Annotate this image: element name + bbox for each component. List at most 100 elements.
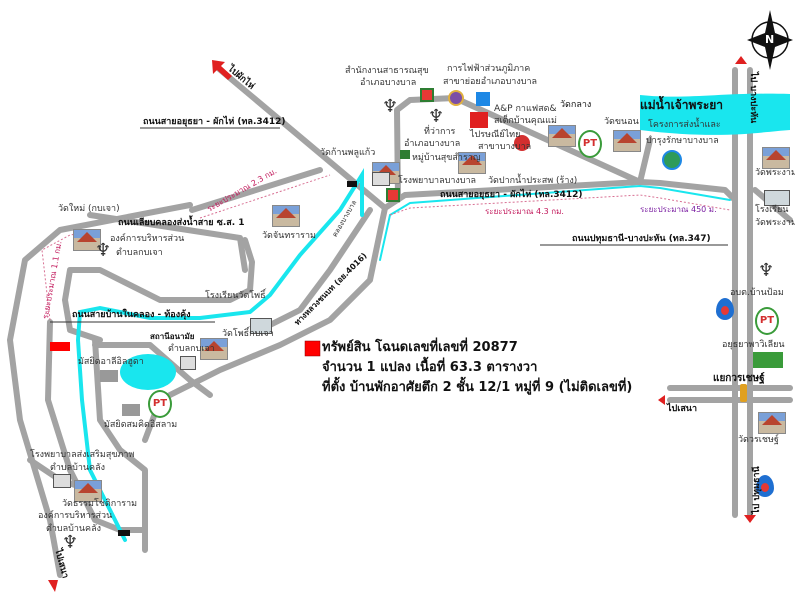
label-sao-ban-pom: อบต.บ้านป้อม [730,288,784,298]
health-center-icon [180,356,196,370]
label-wat-thammachot: วัดธรรมโชติการาม [62,499,138,509]
property-deed: ทรัพย์สิน โฉนดเลขที่เลขที่ 20877 [322,340,518,355]
road-label-3412-east: ถนนสายอยุธยา - ผักไห่ (ทล.3412) [440,190,583,200]
road-town-loop [394,95,643,203]
label-district-office: ที่ว่าการ [424,127,456,137]
label-wat-kan-phlu-kaeo: วัดก้านพลูแก้ว [320,148,376,158]
arrow-to-bang-pahan [735,56,747,64]
label-anp: A&P กาแฟสด& [494,104,557,114]
arrow-to-phak-hai [212,60,232,80]
temple-icon [272,205,300,227]
road-inner [267,207,373,328]
seven-eleven-icon [420,88,434,102]
arrow-to-sena [658,395,665,405]
garuda-emblem-icon: ♆ [62,532,79,553]
canal-along-3412 [379,184,731,261]
village-icon [400,150,410,159]
label-pea: การไฟฟ้าส่วนภูมิภาค [447,64,531,74]
road-2-3km [189,167,323,213]
arrow-to-sena-left [48,580,58,592]
label-health-station-2: ตำบลกบเจา [168,344,215,354]
traffic-light-icon [740,384,747,402]
pavilion-icon [753,352,783,368]
direction-to-bang-pahan: ไป บางปะหัน [748,72,758,124]
post-office-icon [470,112,488,128]
label-irrigation: โครงการส่งน้ำและ [648,120,721,130]
pt-station-icon: PT [755,307,779,335]
label-district-office-2: อำเภอบางบาล [404,139,461,149]
label-ayutthaya-pavilion: อยุธยาพาวิเลียน [722,340,785,350]
seven-eleven-icon [386,188,400,202]
label-chao-phraya-river: แม่น้ำเจ้าพระยา [640,98,724,112]
label-sao-ban-khlang-2: ตำบลบ้านคลัง [46,524,101,534]
property-location-marker [50,342,70,351]
label-wat-paknam: วัดปากน้ำประสพ (ร้าง) [488,176,578,186]
mosque-icon [122,404,140,416]
temple-icon [762,147,790,169]
property-info: ทรัพย์สิน โฉนดเลขที่เลขที่ 20877 จำนวน 1… [322,338,632,398]
property-area: จำนวน 1 แปลง เนื้อที่ 63.3 ตารางวา [322,360,538,375]
lake [120,354,176,390]
label-wat-chanthararam: วัดจันทราราม [262,231,316,241]
school-icon [764,190,790,206]
road-label-ban-nai-khlong: ถนนสายบ้านในคลอง - ท้องคุ้ง [72,310,191,320]
ptt-station-icon [716,298,734,320]
label-sao-kob-chao-2: ตำบลกบเจา [116,248,163,258]
label-health-office-2: อำเภอบางบาล [360,78,417,88]
label-health-promo-2: ตำบลบ้านคลัง [50,463,105,473]
label-hospital: โรงพยาบาลบางบาล [398,176,477,186]
road-label-347: ถนนปทุมธานี-บางปะหัน (ทล.347) [572,234,711,244]
health-center-icon [53,474,71,488]
label-school-wat-pho: โรงเรียนวัดโพธิ์ [205,291,266,301]
restaurant-logo-icon [514,135,530,151]
road-bend [62,237,255,343]
mosque-icon [100,370,118,382]
label-wat-worachet: วัดวรเชษฐ์ [738,435,779,445]
garuda-emblem-icon: ♆ [758,260,775,281]
temple-icon [758,412,786,434]
label-sao-kob-chao: องค์การบริหารส่วน [110,234,185,244]
temple-icon [613,130,641,152]
road-canal-ss1 [87,212,248,273]
road-label-canal-ss1: ถนนเลียบคลองส่งน้ำสาย ซ.ส. 1 [118,218,245,228]
bridge [347,181,357,187]
temple-icon [548,125,576,147]
temple-icon [200,338,228,360]
pt-station-icon: PT [578,130,602,158]
road-label-3412: ถนนสายอยุธยา - ผักไห่ (ทล.3412) [143,117,286,127]
arrow-to-pathum [744,515,756,523]
label-wat-pho-kob-chao: วัดโพธิ์กบเจา [222,329,274,339]
distance-4-3km: ระยะประมาณ 4.3 กม. [485,207,564,216]
label-school-phra-ngam-2: วัดพระงาม [755,218,795,228]
property-legend-marker [304,340,321,357]
label-health-office: สำนักงานสาธารณสุข [345,66,429,76]
school-icon [250,318,272,334]
hospital-icon [372,172,390,186]
garuda-emblem-icon: ♆ [382,96,399,117]
property-address: ที่ตั้ง บ้านพักอาศัยตึก 2 ชั้น 12/1 หมู่… [322,380,633,395]
temple-icon [74,480,102,502]
compass-icon [747,10,793,70]
label-anp-2: สเต็กบ้านคุณแม่ [494,116,557,126]
road-3412-east [382,179,738,211]
label-irrigation-2: บำรุงรักษาบางบาล [646,136,719,146]
label-worachet-junction: แยกวรเชษฐ์ [713,373,765,384]
pt-station-icon: PT [148,390,172,418]
bank-logo-icon [476,92,490,106]
label-post-office: ไปรษณีย์ไทย [470,130,521,140]
temple-icon [73,229,101,251]
label-wat-phra-ngam: วัดพระงาม [755,168,795,178]
garuda-emblem-icon: ♆ [428,106,445,127]
ptt-station-icon [756,475,774,497]
label-wat-khanon: วัดขนอน [604,117,639,127]
label-village: หมู่บ้านสุขสำราญ [412,153,481,163]
temple-icon [458,152,486,174]
road-lake-loop [92,337,148,553]
distance-line-2-3km [199,174,331,219]
pea-logo-icon [448,90,464,106]
label-wat-mai: วัดใหม่ (กบเจา) [58,204,120,214]
distance-450m: ระยะประมาณ 450 ม. [640,205,717,214]
direction-to-pathum-thani: ไป ปทุมธานี [752,466,762,514]
